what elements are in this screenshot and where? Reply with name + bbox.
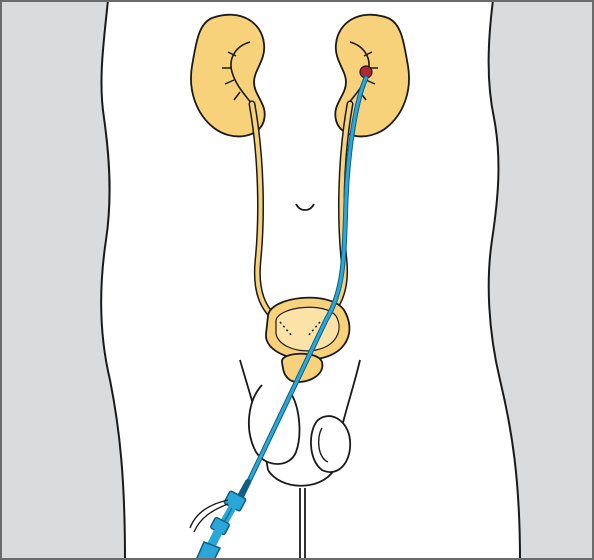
body-silhouette	[101, 0, 520, 560]
testis-outline	[311, 416, 350, 472]
